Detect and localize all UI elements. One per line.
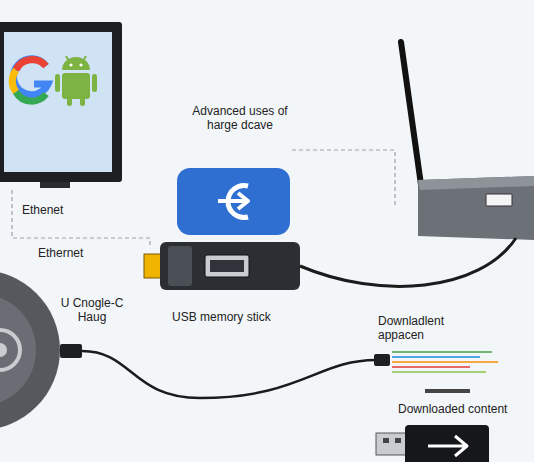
tv-frame	[0, 22, 122, 182]
google-arc	[12, 70, 16, 92]
text-label: Downloaded content	[398, 402, 507, 416]
android-eye	[79, 63, 82, 66]
data-line	[392, 371, 486, 373]
android-antenna	[83, 56, 86, 61]
tv-screen	[4, 32, 112, 172]
android-leg	[67, 96, 72, 106]
router-top	[418, 176, 534, 190]
text-label: Ethenet	[22, 203, 63, 217]
stick-grip	[168, 246, 192, 286]
data-line	[392, 351, 492, 353]
text-label: Ethernet	[38, 246, 83, 260]
data-line	[392, 356, 480, 358]
usb-hole	[383, 438, 389, 443]
cable	[82, 351, 376, 398]
android-head	[62, 57, 90, 70]
router-body	[418, 176, 534, 240]
chromecast-logo-dot	[0, 343, 7, 357]
android-arm	[55, 74, 60, 92]
chromecast-logo	[0, 330, 20, 370]
data-lines	[392, 352, 498, 372]
usb-port	[486, 194, 512, 206]
android-logo	[55, 56, 97, 106]
app-icon	[177, 168, 290, 235]
stick-port-inner	[210, 260, 244, 272]
drive-arrow	[428, 436, 467, 456]
dashed-line	[292, 150, 395, 205]
icon-arrow	[218, 193, 248, 209]
stick-port	[205, 255, 249, 277]
diagram-title: Advanced uses of harge dcave	[180, 104, 300, 133]
google-arc	[14, 59, 48, 95]
usb-hole	[395, 438, 401, 443]
android-antenna	[66, 56, 69, 61]
stick-body	[160, 242, 300, 290]
tv-stand	[40, 182, 70, 188]
android-leg	[80, 96, 85, 106]
chromecast-disc	[0, 270, 60, 430]
dashed-line	[12, 190, 150, 248]
cable	[425, 389, 470, 393]
usb-connector	[376, 433, 408, 455]
cable	[300, 238, 516, 286]
usb-drive	[405, 425, 489, 462]
google-logo	[12, 59, 48, 101]
router-antenna	[401, 42, 422, 192]
android-eye	[69, 63, 72, 66]
text-label: Downladlent appacen	[378, 314, 464, 343]
chromecast-ring	[0, 294, 36, 406]
text-label: USB memory stick	[172, 310, 271, 324]
data-line	[392, 361, 498, 363]
cable-plug	[60, 344, 82, 358]
text-label: U Cnogle-C Haug	[52, 296, 132, 325]
data-line	[392, 366, 470, 368]
android-arm	[92, 74, 97, 92]
google-arc	[16, 92, 46, 101]
android-body	[62, 73, 90, 99]
cable-plug	[374, 354, 390, 366]
google-arc	[16, 60, 46, 70]
